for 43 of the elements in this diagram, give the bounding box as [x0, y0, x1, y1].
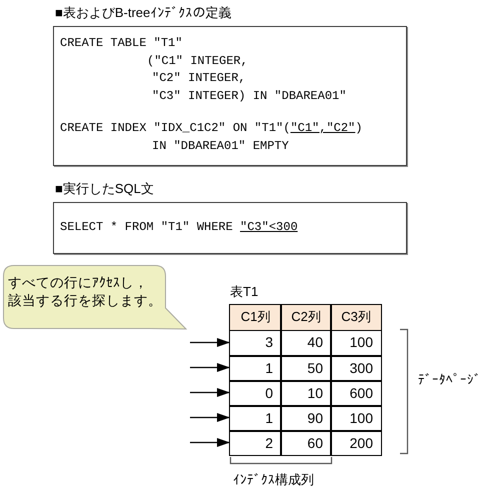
cell-value: 40 [307, 334, 323, 350]
table-row [230, 330, 381, 355]
cell-value: 0 [265, 385, 273, 401]
code-line: IN "DBAREA01" EMPTY [152, 138, 289, 155]
code-line: ("C1" INTEGER, [147, 53, 248, 70]
arrow [190, 388, 230, 397]
arrow [190, 438, 230, 447]
table-row [230, 405, 381, 430]
bracket-label: ｲﾝﾃﾞｸｽ構成列 [233, 472, 314, 488]
cell-value: 100 [350, 410, 373, 426]
code-line: SELECT * FROM "T1" WHERE "C3"<300 [60, 219, 298, 236]
cell-value: 100 [350, 334, 373, 350]
column-header: C3列 [341, 309, 371, 325]
arrow [190, 363, 230, 372]
table-row [230, 430, 381, 455]
bracket-label: ﾃﾞｰﾀﾍﾟｰｼﾞ [418, 372, 481, 388]
code-line: CREATE TABLE "T1" [60, 35, 182, 52]
arrow [190, 413, 230, 422]
cell-value: 60 [307, 435, 323, 451]
cell-value: 600 [350, 385, 373, 401]
table-row [230, 355, 381, 380]
speech-bubble [3, 264, 187, 330]
cell-value: 90 [307, 410, 323, 426]
cell-value: 10 [307, 385, 323, 401]
cell-value: 1 [265, 360, 273, 376]
section-heading: ■表およびB-treeｲﾝﾃﾞｸｽの定義 [55, 5, 232, 21]
column-header: C2列 [291, 309, 321, 325]
arrow [190, 338, 230, 347]
table-row [230, 380, 381, 405]
cell-value: 50 [307, 360, 323, 376]
table-header-row [230, 305, 381, 330]
table-title: 表T1 [230, 284, 258, 300]
code-line: "C2" INTEGER, [152, 70, 246, 87]
cell-value: 200 [350, 435, 373, 451]
cell-value: 3 [265, 334, 273, 350]
callout-text: すべての行にｱｸｾｽし，該当する行を探します。 [8, 274, 162, 310]
cell-value: 2 [265, 435, 273, 451]
section-heading: ■実行したSQL文 [55, 181, 154, 197]
cell-value: 300 [350, 360, 373, 376]
code-line: "C3" INTEGER) IN "DBAREA01" [152, 88, 346, 105]
column-header: C1列 [240, 309, 270, 325]
cell-value: 1 [265, 410, 273, 426]
code-line: CREATE INDEX "IDX_C1C2" ON "T1"("C1","C2") [60, 120, 362, 137]
